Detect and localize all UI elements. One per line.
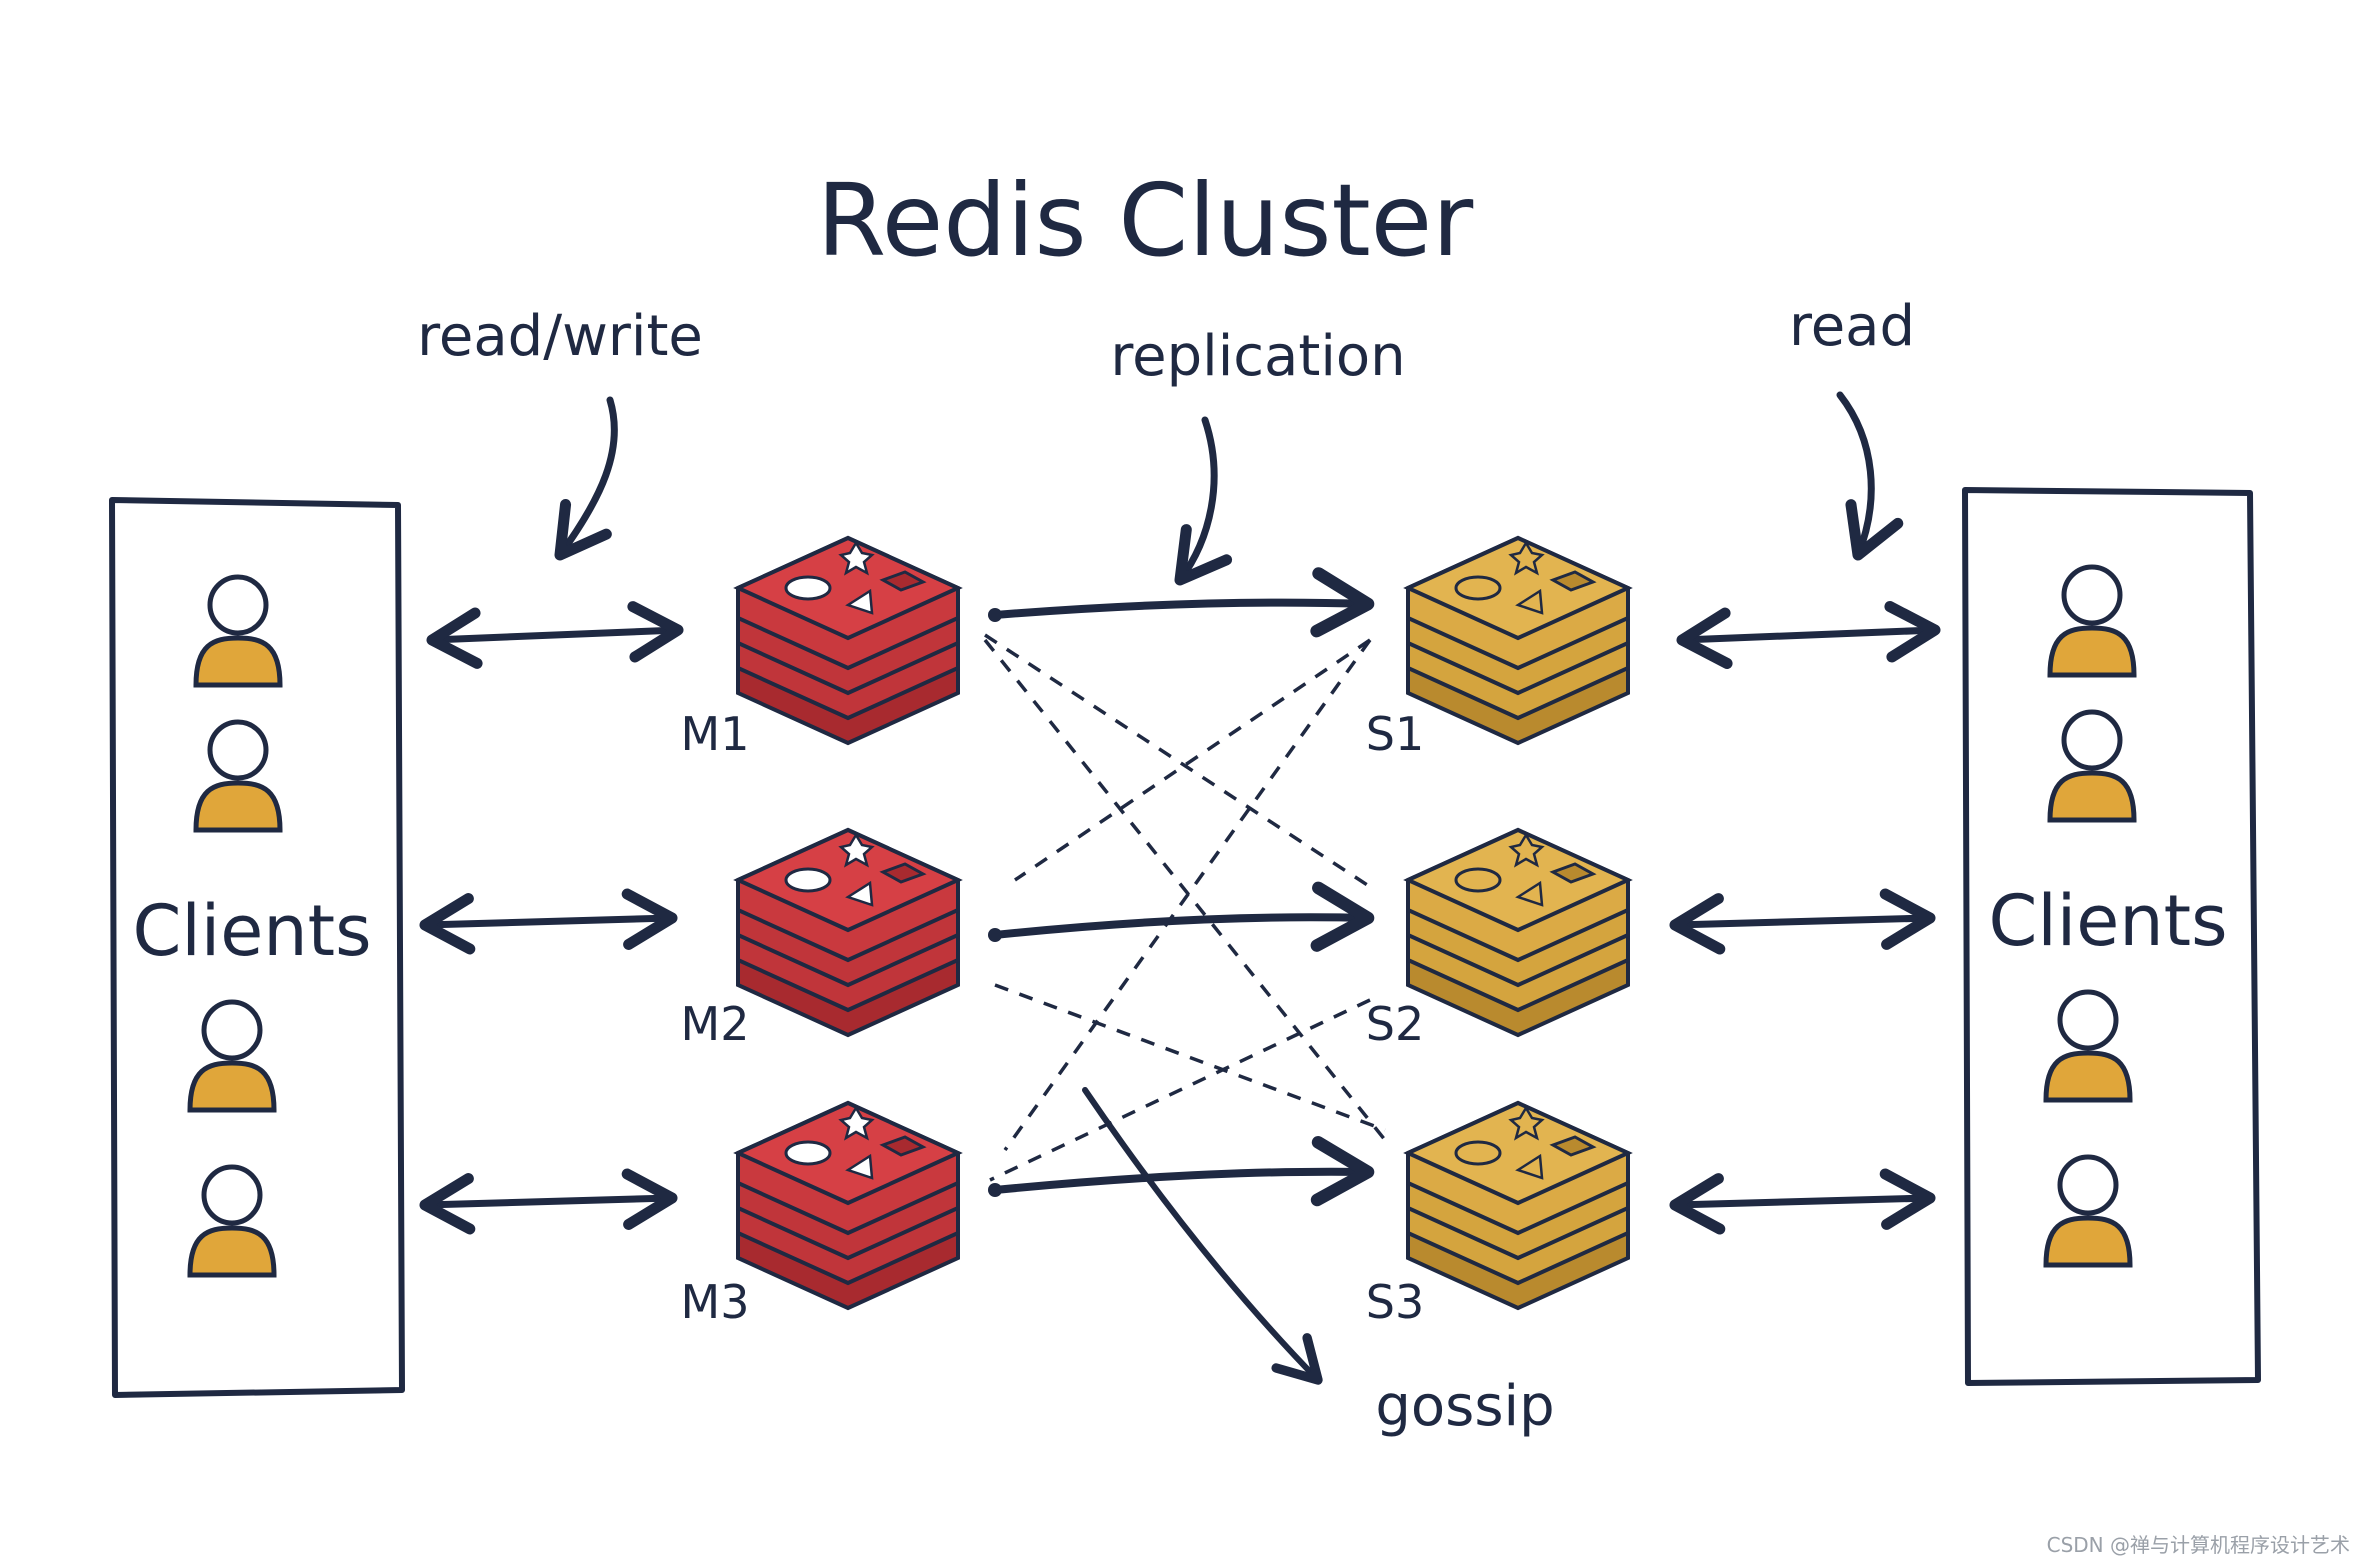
read-write-label: read/write xyxy=(417,304,703,369)
left-arrow-m1 xyxy=(426,601,684,669)
replication-m3-dot xyxy=(988,1183,1002,1197)
user-icon xyxy=(2050,712,2134,820)
user-icon xyxy=(196,722,280,830)
right-arrow-s2 xyxy=(1669,888,1936,955)
read-label: read xyxy=(1789,294,1915,359)
replication-arrow xyxy=(1174,416,1233,586)
read-arrow xyxy=(1836,391,1904,561)
master-node-m1 xyxy=(736,536,960,745)
replication-m3-s3 xyxy=(991,1136,1375,1207)
user-icon xyxy=(190,1167,274,1275)
replication-m2-s2 xyxy=(991,881,1375,952)
user-icon xyxy=(2046,992,2130,1100)
master-node-m3 xyxy=(736,1101,960,1310)
replication-label: replication xyxy=(1110,324,1405,389)
master-label-m3: M3 xyxy=(681,1275,750,1329)
replication-m1-dot xyxy=(988,608,1002,622)
diagram-title: Redis Cluster xyxy=(817,162,1474,279)
clients-left-label: Clients xyxy=(132,890,371,972)
replica-node-s3 xyxy=(1406,1101,1630,1310)
replication-m1-s1 xyxy=(991,567,1375,638)
gossip-arrow xyxy=(1082,1087,1323,1385)
master-label-m2: M2 xyxy=(681,997,750,1051)
clients-left-box: Clients xyxy=(109,497,405,1398)
replica-node-s2 xyxy=(1406,828,1630,1037)
left-arrow-m2 xyxy=(419,888,678,955)
replica-label-s3: S3 xyxy=(1366,1275,1424,1329)
user-icon xyxy=(2046,1157,2130,1265)
gossip-label: gossip xyxy=(1375,1374,1554,1439)
read-write-arrow xyxy=(554,396,618,561)
right-arrow-s1 xyxy=(1676,601,1941,669)
master-label-m1: M1 xyxy=(681,707,750,761)
left-arrow-m3 xyxy=(419,1168,678,1235)
user-icon xyxy=(2050,567,2134,675)
gossip-links xyxy=(983,633,1387,1182)
replica-label-s2: S2 xyxy=(1366,997,1424,1051)
replica-label-s1: S1 xyxy=(1366,707,1424,761)
replication-m2-dot xyxy=(988,928,1002,942)
clients-right-box: Clients xyxy=(1962,487,2261,1386)
watermark: CSDN @禅与计算机程序设计艺术 xyxy=(2047,1533,2350,1557)
master-node-m2 xyxy=(736,828,960,1037)
user-icon xyxy=(196,577,280,685)
clients-right-label: Clients xyxy=(1988,880,2227,962)
replica-node-s1 xyxy=(1406,536,1630,745)
right-arrow-s3 xyxy=(1669,1168,1936,1235)
user-icon xyxy=(190,1002,274,1110)
